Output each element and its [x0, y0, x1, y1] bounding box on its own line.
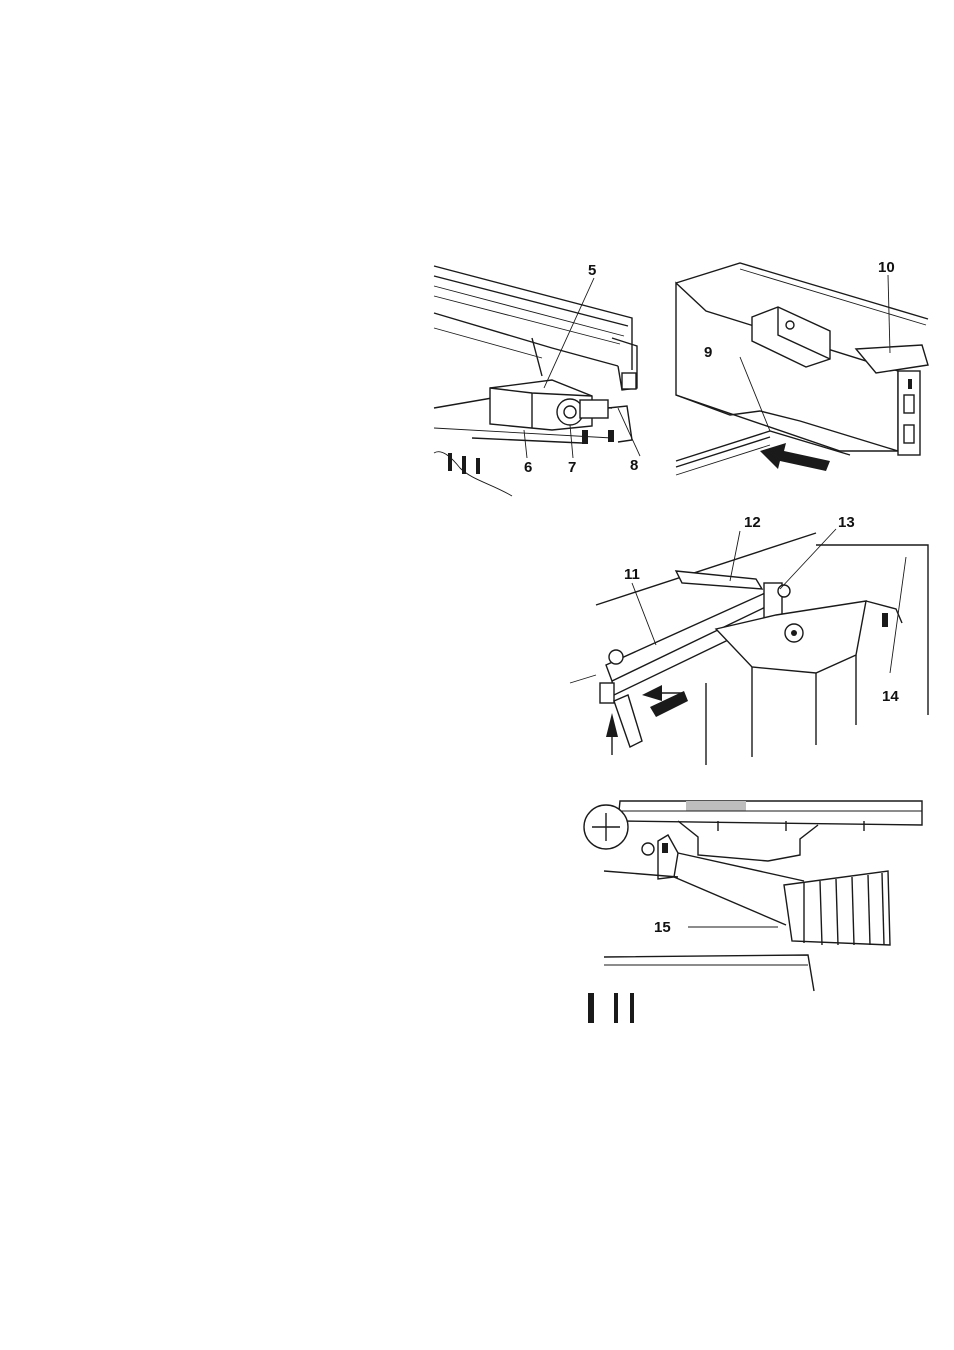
callout-5: 5: [588, 262, 596, 279]
figure-extraction: 15: [578, 795, 934, 1027]
figure-fence-clamp: 5 6 7 8: [432, 258, 662, 503]
fence-slide-illustration: 9 10: [670, 255, 932, 485]
figure-guard: 11 12 13 14: [566, 505, 938, 770]
fence-clamp-illustration: 5 6 7 8: [432, 258, 662, 503]
callout-13: 13: [838, 514, 855, 531]
callout-12: 12: [744, 514, 761, 531]
callout-11: 11: [624, 566, 640, 583]
callout-9: 9: [704, 344, 712, 361]
callout-6: 6: [524, 459, 532, 476]
callout-7: 7: [568, 459, 576, 476]
callout-8: 8: [630, 457, 638, 474]
guard-illustration: 11 12 13 14: [566, 505, 938, 770]
callout-10: 10: [878, 259, 895, 276]
callout-15: 15: [654, 919, 671, 936]
callout-14: 14: [882, 688, 899, 705]
figure-fence-slide: 9 10: [670, 255, 932, 485]
extraction-illustration: 15: [578, 795, 934, 1027]
